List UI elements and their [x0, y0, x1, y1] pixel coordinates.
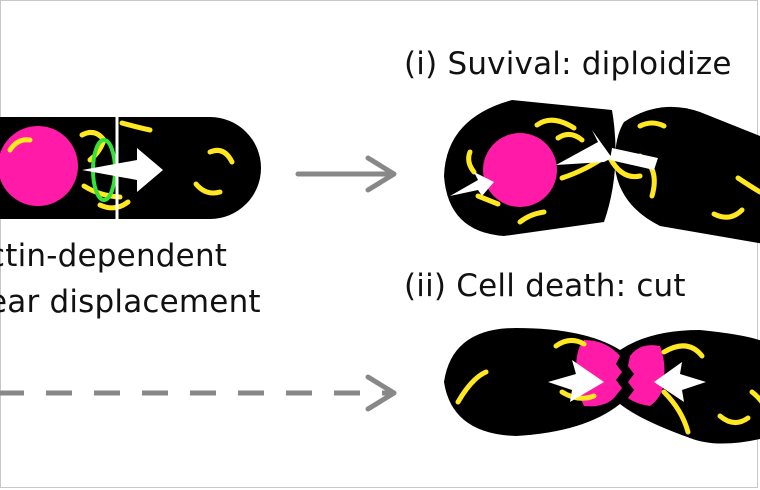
cut-nucleus-right: [628, 345, 665, 406]
left-label-line-2: ear displacement: [0, 284, 261, 320]
dashed-arrow-icon: [0, 374, 397, 412]
force-arrow-icon: [82, 148, 163, 192]
left-cell: [0, 117, 261, 219]
outcome-i-label: (i) Suvival: diploidize: [404, 46, 732, 82]
outcome-ii-label: (ii) Cell death: cut: [404, 268, 686, 304]
left-label-line-1: ctin-dependent: [0, 238, 228, 274]
force-arrow-icon: [450, 130, 612, 196]
fission-gap-highlight: [610, 148, 658, 170]
survival-microtubules: [466, 117, 760, 225]
outcome-ii-cells: [444, 328, 760, 444]
survival-nucleus: [483, 133, 557, 207]
solid-arrow-icon: [295, 155, 397, 193]
death-microtubules: [455, 338, 760, 435]
force-arrow-icon: [548, 360, 706, 402]
survival-right-cell: [614, 106, 760, 244]
left-nucleus: [0, 126, 78, 206]
outcome-i-cells: [444, 100, 760, 244]
